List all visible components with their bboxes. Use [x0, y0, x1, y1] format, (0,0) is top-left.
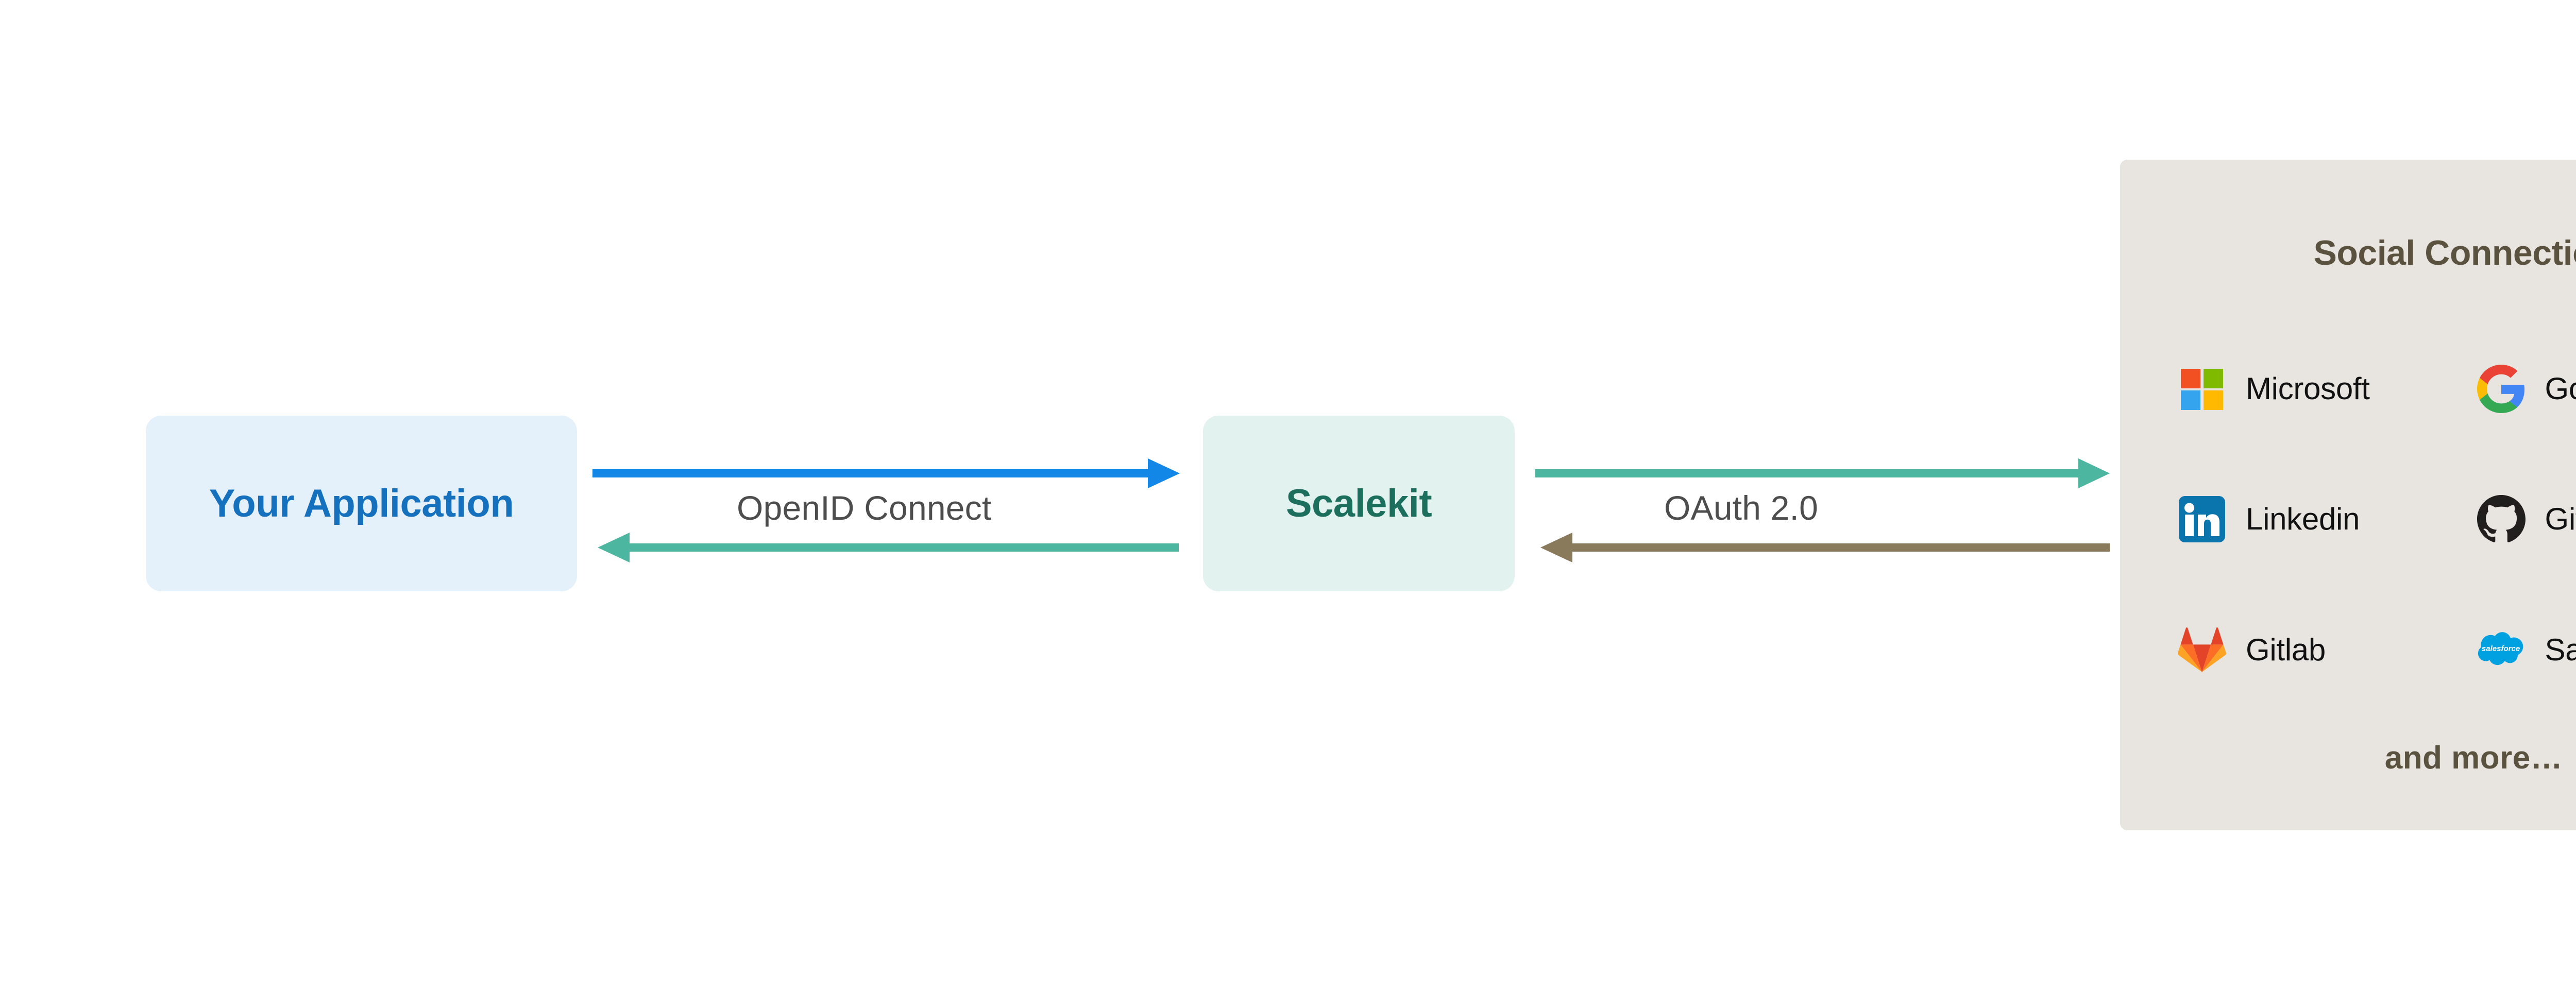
edge-label-openid-connect: OpenID Connect	[737, 489, 992, 527]
arrow-oauth-return	[1540, 533, 2110, 562]
node-scalekit[interactable]: Scalekit	[1203, 416, 1515, 591]
social-provider-salesforce[interactable]: salesforce Salesforce	[2477, 585, 2576, 715]
social-connections-title: Social Connections	[2313, 233, 2576, 272]
arrow-oauth-forward	[1535, 458, 2110, 488]
edge-oauth-arrows	[1535, 458, 2110, 562]
microsoft-icon	[2178, 365, 2226, 413]
svg-text:salesforce: salesforce	[2481, 644, 2519, 653]
social-provider-gitlab[interactable]: Gitlab	[2178, 585, 2477, 715]
social-provider-google[interactable]: Google	[2477, 323, 2576, 454]
social-provider-microsoft[interactable]: Microsoft	[2178, 323, 2477, 454]
social-provider-linkedin[interactable]: Linkedin	[2178, 454, 2477, 584]
node-scalekit-label: Scalekit	[1285, 482, 1432, 525]
github-icon	[2477, 494, 2526, 543]
social-provider-github[interactable]: Github	[2477, 454, 2576, 584]
social-provider-label: Github	[2545, 502, 2576, 537]
google-icon	[2477, 364, 2526, 413]
social-provider-label: Google	[2545, 371, 2576, 406]
salesforce-icon: salesforce	[2477, 625, 2526, 674]
social-provider-label: Gitlab	[2246, 632, 2326, 667]
social-provider-label: Linkedin	[2246, 502, 2360, 537]
node-your-application-label: Your Application	[209, 482, 514, 525]
social-provider-grid: Microsoft Google	[2120, 323, 2576, 715]
arrow-openid-forward	[592, 458, 1180, 488]
node-your-application[interactable]: Your Application	[146, 416, 577, 591]
social-connections-footer: and more…	[2384, 740, 2563, 776]
edge-label-oauth: OAuth 2.0	[1664, 489, 1818, 527]
arrow-openid-return	[598, 533, 1179, 562]
social-provider-label: Salesforce	[2545, 632, 2576, 667]
edge-openid-connect-arrows	[592, 458, 1180, 562]
linkedin-icon	[2178, 495, 2226, 543]
social-provider-label: Microsoft	[2246, 371, 2370, 406]
gitlab-icon	[2178, 625, 2226, 674]
social-connections-panel: Social Connections Microsoft	[2120, 160, 2576, 830]
